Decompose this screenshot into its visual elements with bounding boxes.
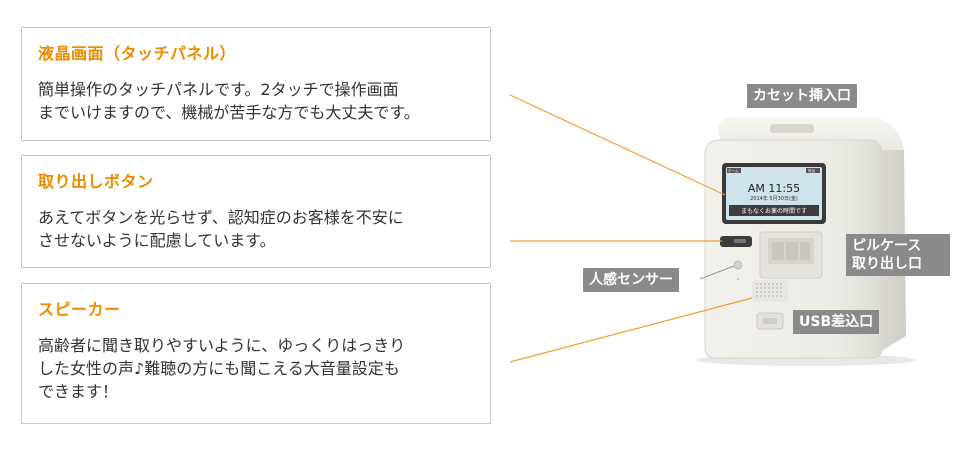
feature-description: あえてボタンを光らせず、認知症のお客様を不安に させないように配慮しています。: [38, 208, 404, 250]
screen-call-label: 呼出: [808, 168, 816, 173]
leader-line-sensor: [699, 265, 735, 280]
feature-card-eject-button: 取り出しボタン あえてボタンを光らせず、認知症のお客様を不安に させないように配…: [21, 155, 491, 268]
feature-card-speaker: スピーカー 高齢者に聞き取りやすいように、ゆっくりはっきり した女性の声♪難聴の…: [21, 283, 491, 424]
pill-slot: [772, 242, 784, 260]
usb-slot: [763, 318, 777, 324]
label-human-sensor: 人感センサー: [583, 268, 679, 292]
screen-message: まもなくお薬の時間です: [741, 207, 807, 215]
screen-home-label: ホーム: [728, 168, 739, 173]
pill-slot: [786, 242, 798, 260]
feature-title: 取り出しボタン: [38, 172, 154, 191]
screen-home-button: [727, 168, 741, 173]
feature-description: 高齢者に聞き取りやすいように、ゆっくりはっきり した女性の声♪難聴の方にも聞こえ…: [38, 336, 406, 401]
feature-description: 簡単操作のタッチパネルです。2タッチで操作画面 までいけますので、機械が苦手な方…: [38, 80, 420, 122]
screen-date: 2014年 5月30日(金): [750, 195, 798, 202]
indicator-dot: [737, 278, 739, 280]
screen-call-button: [806, 168, 820, 173]
leader-lines: [509, 94, 753, 363]
label-cassette-slot: カセット挿入口: [747, 84, 857, 108]
leader-line-screen: [509, 94, 726, 196]
screen-message-bar: [729, 205, 819, 216]
cassette-slot: [770, 124, 814, 133]
feature-title: スピーカー: [38, 300, 121, 319]
label-usb-port: USB差込口: [793, 310, 880, 334]
leader-line-speaker: [509, 297, 753, 363]
screen-time: AM 11:55: [748, 182, 800, 195]
pill-slot: [800, 242, 810, 260]
feature-card-touch-panel: 液晶画面（タッチパネル） 簡単操作のタッチパネルです。2タッチで操作画面 までい…: [21, 27, 491, 141]
eject-button-light: [734, 239, 746, 243]
human-sensor: [733, 260, 743, 270]
feature-title: 液晶画面（タッチパネル）: [38, 44, 237, 63]
speaker-grille: [752, 280, 788, 302]
label-pill-case-outlet: ピルケース 取り出し口: [846, 234, 950, 276]
